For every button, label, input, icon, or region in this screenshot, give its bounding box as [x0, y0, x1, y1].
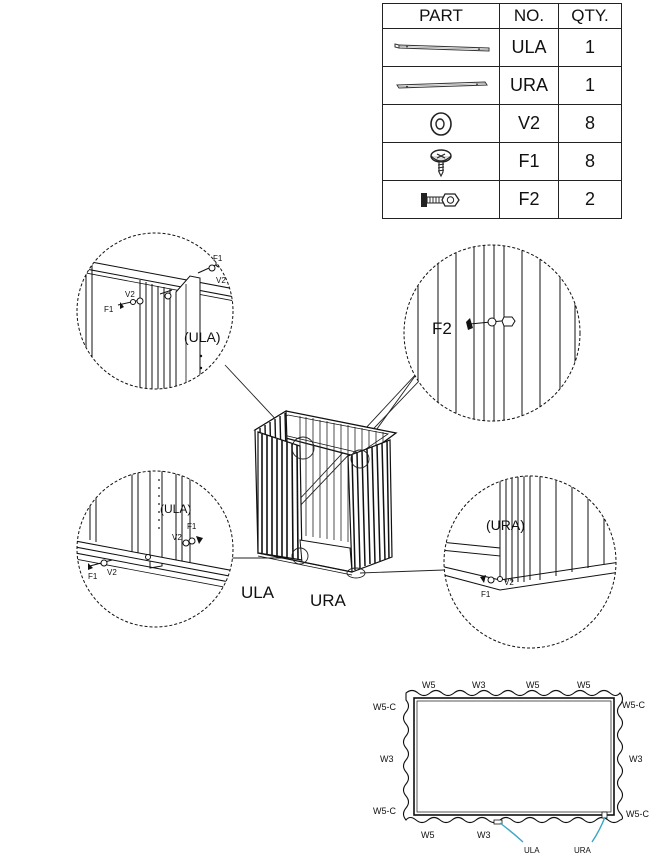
plan-top-3: W5 — [526, 680, 540, 690]
plan-left-2: W3 — [380, 754, 394, 764]
plan-ula: ULA — [524, 846, 540, 855]
part-image-cell — [382, 104, 500, 143]
bolt-nut-icon — [421, 192, 460, 207]
label-ura-br: (URA) — [486, 517, 525, 533]
detail-top-right: F2 — [403, 244, 581, 422]
label-v2-br: V2 — [504, 578, 514, 587]
part-no-cell: URA — [499, 66, 559, 105]
detail-top-left: F1 V2 V2 F1 (ULA) — [76, 232, 234, 390]
screw-icon — [430, 148, 452, 177]
label-ula-tl: (ULA) — [184, 329, 221, 345]
plan-left-1: W5-C — [373, 702, 396, 712]
label-ula-bl: (ULA) — [160, 502, 191, 516]
label-f1-bl-a: F1 — [187, 522, 197, 531]
label-f1-tl-b: F1 — [104, 305, 114, 314]
label-ura: URA — [310, 591, 347, 610]
plan-right-3: W5-C — [626, 809, 649, 819]
label-v2-tl-b: V2 — [125, 290, 135, 299]
part-no-cell: F1 — [499, 142, 559, 181]
part-no-cell: F2 — [499, 180, 559, 219]
floor-plan: W5 W3 W5 W5 W5-C W3 W5-C W5-C W3 W5-C W5… — [373, 680, 649, 855]
plan-bottom-2: W3 — [477, 830, 491, 840]
header-part: PART — [382, 3, 500, 29]
part-qty-cell: 8 — [558, 142, 622, 181]
part-image-cell — [382, 180, 500, 219]
part-qty-cell: 8 — [558, 104, 622, 143]
table-row: F2 2 — [382, 180, 622, 219]
label-v2-bl-a: V2 — [172, 533, 182, 542]
rail-ula-icon — [394, 42, 490, 52]
label-f1-bl-b: F1 — [88, 572, 98, 581]
label-v2-tl-a: V2 — [216, 276, 226, 285]
plan-top-4: W5 — [577, 680, 591, 690]
plan-ura: URA — [574, 846, 592, 855]
plan-right-1: W5-C — [622, 700, 645, 710]
plan-top-1: W5 — [422, 680, 436, 690]
table-row: V2 8 — [382, 104, 622, 143]
label-f2-tr: F2 — [432, 319, 452, 338]
plan-bottom-1: W5 — [421, 830, 435, 840]
plan-left-3: W5-C — [373, 806, 396, 816]
part-qty-cell: 2 — [558, 180, 622, 219]
part-qty-cell: 1 — [558, 28, 622, 67]
parts-table-header: PART NO. QTY. — [382, 3, 622, 29]
part-image-cell — [382, 28, 500, 67]
plan-right-2: W3 — [629, 754, 643, 764]
parts-table: PART NO. QTY. ULA 1 URA 1 — [382, 3, 622, 219]
detail-bottom-left: (ULA) F1 V2 F1 V2 — [76, 470, 234, 628]
label-ula: ULA — [241, 583, 275, 602]
label-f1-tl-a: F1 — [213, 254, 223, 263]
detail-bottom-right: (URA) V2 F1 — [443, 475, 617, 649]
header-no: NO. — [499, 3, 559, 29]
table-row: URA 1 — [382, 66, 622, 105]
plan-top-2: W3 — [472, 680, 486, 690]
washer-icon — [430, 111, 452, 136]
part-qty-cell: 1 — [558, 66, 622, 105]
rail-ura-icon — [396, 80, 488, 89]
label-f1-br: F1 — [481, 590, 491, 599]
shed-assembly — [253, 409, 398, 579]
label-v2-bl-b: V2 — [107, 568, 117, 577]
